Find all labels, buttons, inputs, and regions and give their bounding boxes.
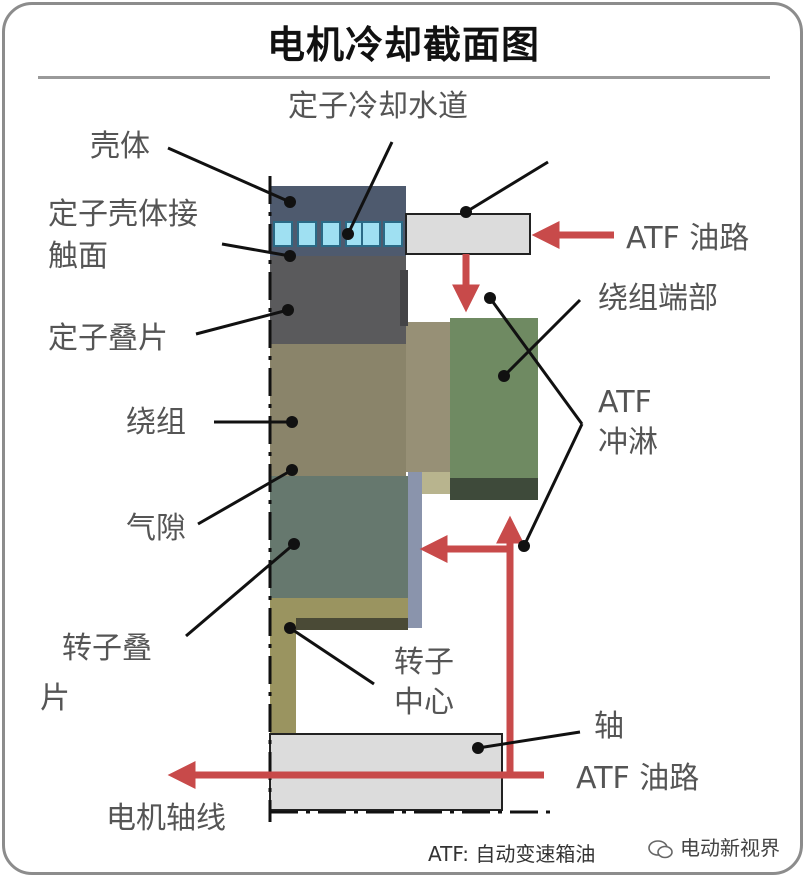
leader-dot <box>472 742 484 754</box>
label-rotor-center-2: 中心 <box>394 685 454 720</box>
label-rotor-lamination-2: 片 <box>40 681 70 716</box>
leader-dot <box>284 622 296 634</box>
leader-dots <box>282 196 530 754</box>
cooling-channel <box>361 221 381 247</box>
leader-air-gap <box>197 468 293 526</box>
leader-lines <box>167 141 584 750</box>
cooling-channel <box>321 221 341 247</box>
rotor-center-horizontal <box>270 598 408 620</box>
cooling-channel <box>273 221 293 247</box>
leader-interface <box>221 242 291 258</box>
leader-cooling-channel <box>346 141 394 235</box>
label-rotor-center-1: 转子 <box>394 645 454 680</box>
wechat-icon <box>648 839 674 860</box>
label-rotor-lamination-1: 转子叠 <box>62 631 152 666</box>
leader-atf-spray-lower <box>522 423 584 547</box>
leader-atf-pipe <box>465 160 549 214</box>
leader-dot <box>284 250 296 262</box>
stator-lamination-block <box>270 256 406 344</box>
leader-rotor-lamination <box>185 542 295 638</box>
atf-pipe-top <box>405 213 531 255</box>
leader-dot <box>286 464 298 476</box>
stator-lamination-edge <box>400 270 408 326</box>
label-atf-path-bottom: ATF 油路 <box>576 761 700 796</box>
page-title: 电机冷却截面图 <box>266 23 540 67</box>
leader-dot <box>284 196 296 208</box>
leader-stator-lamination <box>195 308 289 336</box>
label-stator-housing-interface-2: 触面 <box>48 239 108 274</box>
leader-dot <box>282 304 294 316</box>
cooling-channel <box>297 221 317 247</box>
label-atf-path-top: ATF 油路 <box>626 221 750 256</box>
winding-block <box>270 344 406 476</box>
label-housing: 壳体 <box>90 129 150 164</box>
label-atf-spray-2: 冲淋 <box>598 425 658 460</box>
label-shaft: 轴 <box>594 709 624 744</box>
leader-dot <box>498 370 510 382</box>
leader-shaft <box>477 730 581 750</box>
leader-rotor-center <box>289 626 375 686</box>
cooling-channel <box>383 221 403 247</box>
watermark-text: 电动新视界 <box>680 836 780 860</box>
label-atf-spray-1: ATF <box>598 385 652 420</box>
label-air-gap: 气隙 <box>126 511 186 546</box>
rotor-center-vertical <box>270 598 296 738</box>
leader-dot <box>342 228 354 240</box>
rotor-center-shadow <box>296 618 408 630</box>
label-stator-housing-interface-1: 定子壳体接 <box>48 197 198 232</box>
leader-dot <box>518 540 530 552</box>
leader-dot <box>484 292 496 304</box>
label-winding: 绕组 <box>126 405 186 440</box>
leader-dot <box>288 538 300 550</box>
winding-extension-bottom <box>422 472 452 494</box>
leader-dot <box>286 416 298 428</box>
leader-dot <box>460 206 472 218</box>
rotor-lamination-block <box>270 476 408 598</box>
leader-atf-spray-upper <box>488 297 584 425</box>
title-divider <box>38 76 770 79</box>
label-stator-cooling-channel: 定子冷却水道 <box>288 89 468 124</box>
leader-winding-end <box>502 298 582 378</box>
air-gap-strip <box>408 472 422 628</box>
leader-housing <box>167 146 291 204</box>
label-motor-axis: 电机轴线 <box>106 801 226 836</box>
winding-extension <box>406 322 452 472</box>
footnote: ATF: 自动变速箱油 <box>428 842 596 866</box>
cooling-channels <box>273 221 403 247</box>
label-stator-lamination: 定子叠片 <box>48 321 168 356</box>
winding-end-base <box>450 478 538 500</box>
label-winding-end: 绕组端部 <box>598 281 718 316</box>
watermark: 电动新视界 <box>648 832 780 861</box>
winding-end-block <box>450 318 538 478</box>
